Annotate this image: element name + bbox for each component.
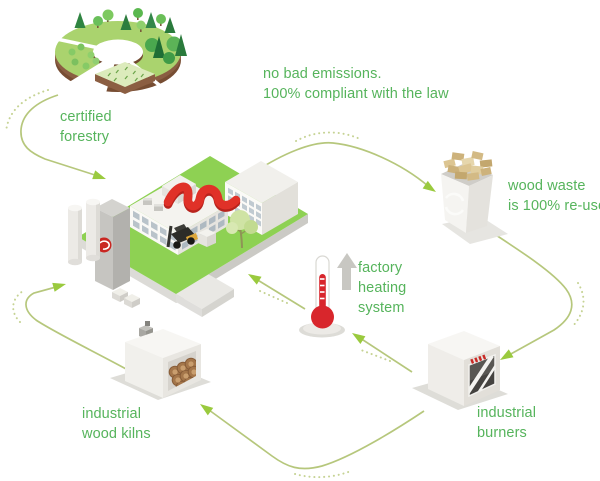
industrial-burner-icon — [412, 331, 508, 410]
arrow-factory-to-waste — [249, 131, 436, 192]
lawn-tree — [226, 210, 258, 249]
forest-ring-icon — [51, 8, 187, 103]
recycle-symbol-icon — [444, 192, 465, 216]
label-line: burners — [477, 425, 527, 441]
arrow-waste-to-burners — [469, 217, 585, 360]
label-line: heating — [358, 280, 407, 296]
pallet-box — [198, 229, 216, 247]
waste-bin-icon — [441, 151, 508, 244]
platform-step — [176, 274, 234, 317]
forest-trees — [68, 8, 187, 70]
factory-icon — [68, 156, 308, 317]
burner-window — [468, 353, 496, 398]
label-line: 100% compliant with the law — [263, 86, 449, 102]
wood-scraps — [443, 151, 493, 181]
label-line: wood waste — [508, 178, 586, 194]
thermometer-icon — [299, 253, 357, 338]
arrow-heating-to-factory — [248, 274, 306, 310]
factory-tower — [95, 199, 130, 290]
up-arrow-icon — [337, 253, 357, 290]
red-pipe — [163, 182, 241, 213]
label-line: no bad emissions. — [263, 66, 382, 82]
forest-slice — [95, 62, 155, 94]
label-factory-heating-system: factory heating system — [358, 258, 406, 318]
label-industrial-wood-kilns: industrial wood kilns — [82, 404, 151, 444]
label-line: wood kilns — [82, 426, 151, 442]
label-line: factory — [358, 260, 403, 276]
label-line: forestry — [60, 129, 110, 145]
forklift — [166, 224, 198, 249]
burner-indicator-bars — [470, 354, 487, 364]
label-line: is 100% re-used — [508, 198, 600, 214]
label-no-bad-emissions: no bad emissions. 100% compliant with th… — [263, 64, 449, 104]
silos — [68, 198, 100, 266]
label-line: system — [358, 300, 405, 316]
label-certified-forestry: certified forestry — [60, 107, 112, 147]
label-line: certified — [60, 109, 112, 125]
ring-gap — [66, 52, 118, 103]
arrow-burners-to-kilns — [200, 404, 425, 479]
arrow-kilns-to-factory — [12, 282, 129, 371]
company-logo — [96, 237, 112, 253]
arrow-forestry-to-factory — [5, 89, 106, 180]
label-industrial-burners: industrial burners — [477, 403, 536, 443]
crates — [112, 288, 140, 308]
arrow-burners-to-heating — [352, 333, 413, 373]
label-wood-waste: wood waste is 100% re-used — [508, 176, 600, 216]
wood-kiln-icon — [110, 321, 211, 400]
label-line: industrial — [82, 406, 142, 422]
label-line: industrial — [477, 405, 537, 421]
